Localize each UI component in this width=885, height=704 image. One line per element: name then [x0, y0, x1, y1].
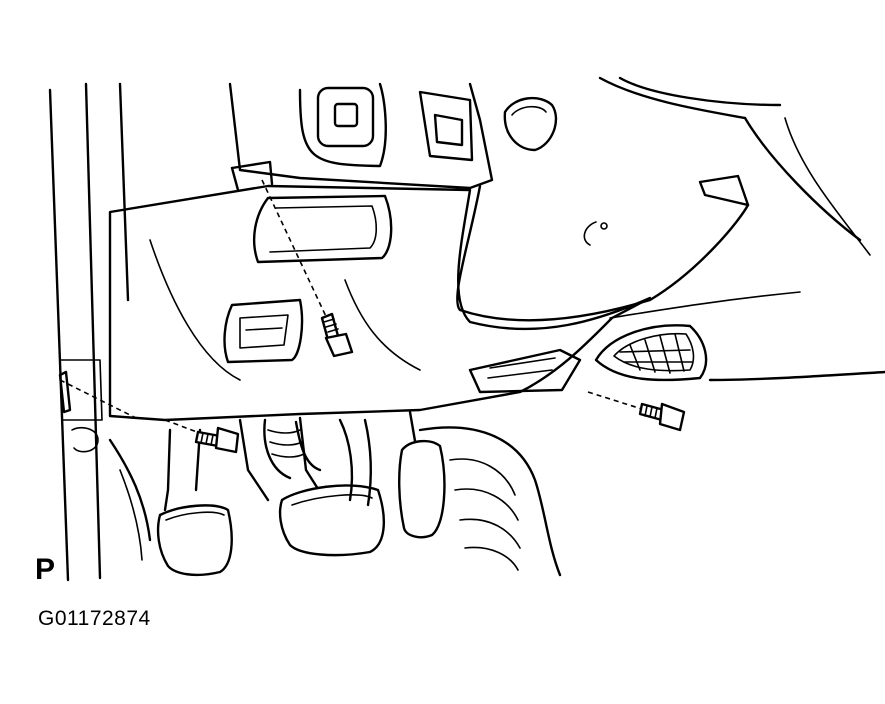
left-bracket-clip — [58, 370, 72, 414]
figure-id: G01172874 — [38, 607, 151, 630]
door-frame — [48, 82, 130, 582]
dash-right-side — [609, 291, 885, 382]
steering-column — [456, 76, 871, 322]
lower-finish-panel — [108, 160, 652, 422]
bolt-guide-lines — [59, 179, 646, 436]
center-console-upper — [228, 82, 558, 190]
bolt-icon — [638, 402, 686, 432]
bolt-icon — [194, 426, 240, 454]
view-marker: P — [35, 553, 56, 586]
pedal-assembly — [108, 410, 562, 577]
air-vent-right — [594, 324, 708, 382]
bolt-icon — [320, 312, 354, 358]
